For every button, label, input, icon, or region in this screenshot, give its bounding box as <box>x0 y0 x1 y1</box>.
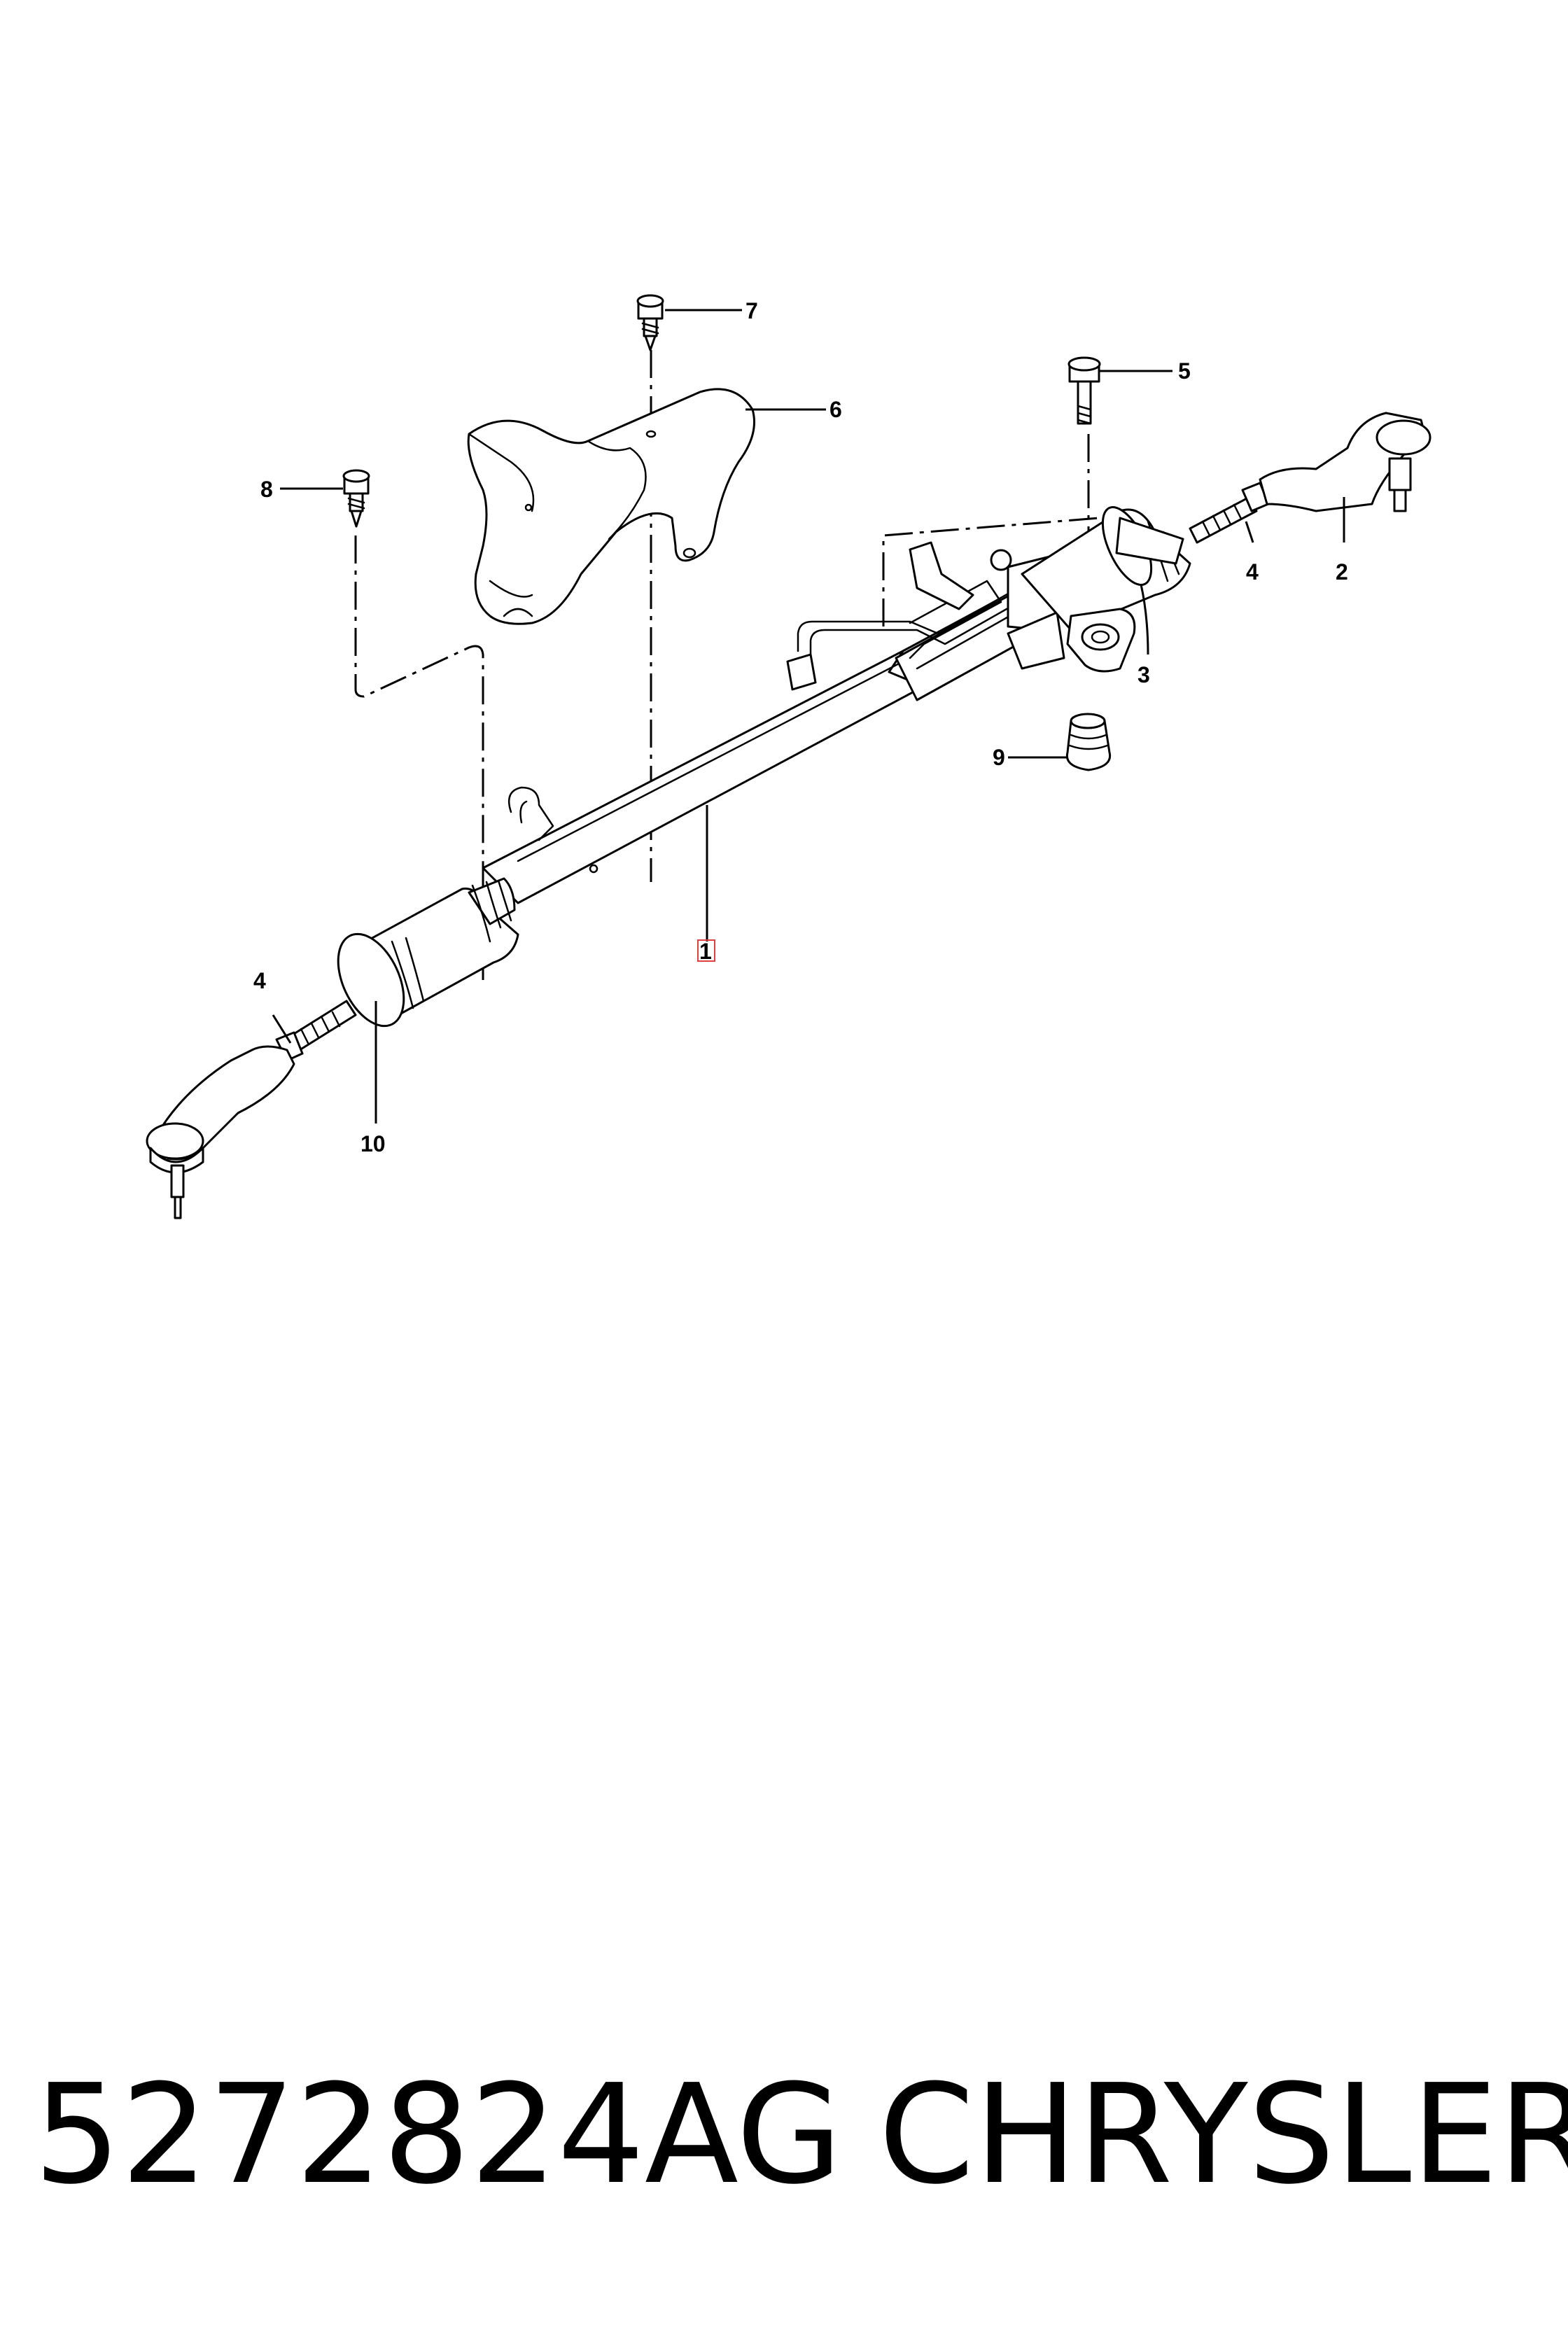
callout-5[interactable]: 5 <box>1178 358 1191 384</box>
callout-6[interactable]: 6 <box>830 397 842 422</box>
left-tie-rod <box>146 1000 357 1219</box>
callout-7[interactable]: 7 <box>746 298 758 323</box>
callout-1[interactable]: 1 <box>699 939 712 964</box>
left-pipe-bracket <box>507 786 554 841</box>
left-boot <box>337 877 519 1028</box>
callout-4-right[interactable]: 4 <box>1246 559 1259 584</box>
mount-bushing-right <box>1066 608 1136 673</box>
leader-lines <box>272 309 1345 1124</box>
right-boot <box>1021 506 1191 631</box>
callout-3[interactable]: 3 <box>1138 662 1150 687</box>
bolt-8 <box>342 469 370 528</box>
manufacturer-name: CHRYSLER <box>878 2055 1568 2215</box>
bolt-7 <box>636 294 664 351</box>
callout-2[interactable]: 2 <box>1336 559 1348 584</box>
callout-4-left[interactable]: 4 <box>253 968 266 993</box>
callout-10[interactable]: 10 <box>360 1131 386 1156</box>
callout-1-highlight <box>697 939 715 962</box>
callout-labels: 1 2 3 4 4 5 6 7 8 9 10 <box>253 298 1348 1156</box>
right-tie-rod <box>1189 412 1432 544</box>
callout-8[interactable]: 8 <box>260 477 273 502</box>
part-number: 5272824AG <box>34 2055 843 2215</box>
bolt-5 <box>1068 356 1101 425</box>
bushing-9 <box>1065 713 1112 771</box>
heat-shield <box>467 388 755 625</box>
callout-9[interactable]: 9 <box>993 745 1005 770</box>
